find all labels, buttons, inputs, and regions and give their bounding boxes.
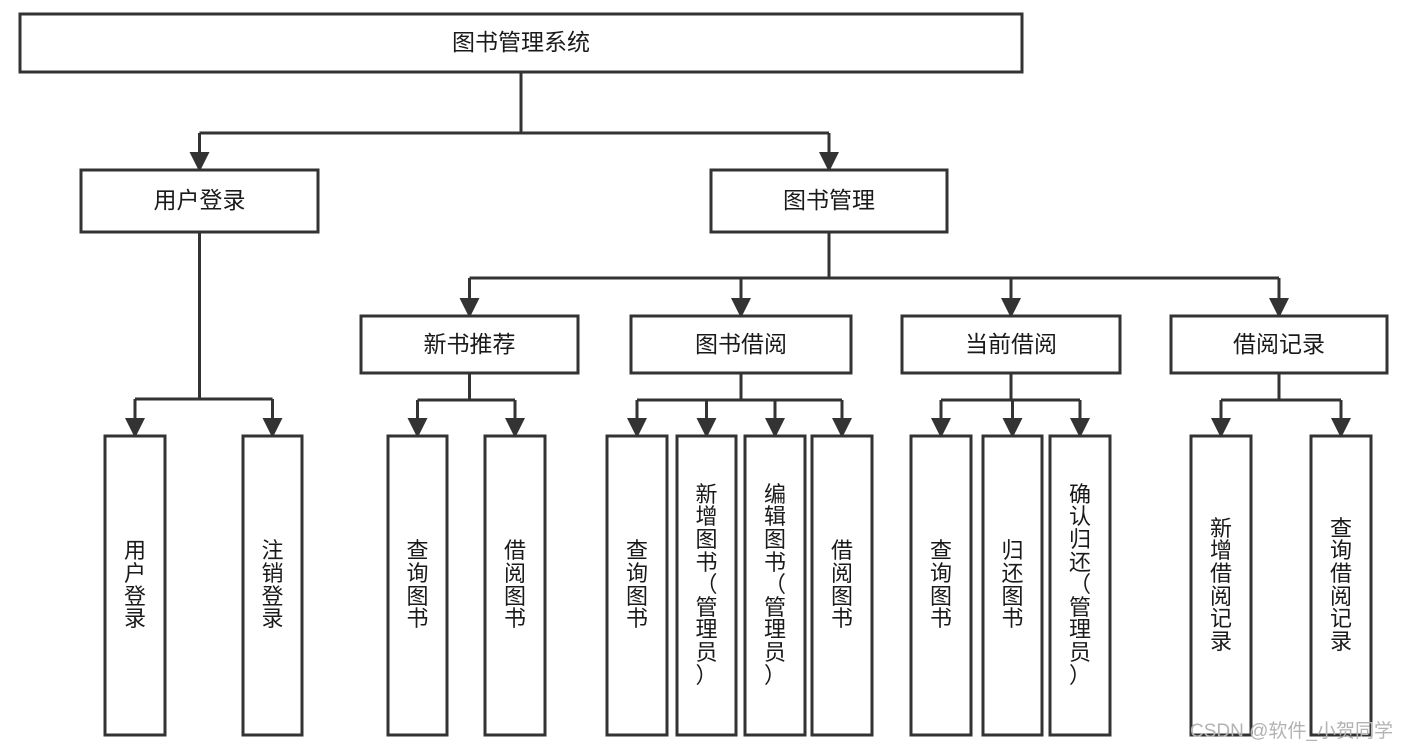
arrow-head-icon <box>931 418 951 438</box>
connector-userlogin-bus <box>133 232 274 418</box>
node-user-login-label: 用户登录 <box>154 187 246 213</box>
leaf-box-borrow-book[interactable] <box>810 434 874 737</box>
connector-borrow-bus <box>635 373 844 418</box>
leaf-box-query-book-borrow[interactable] <box>605 434 669 737</box>
arrow-head-icon <box>459 298 480 318</box>
node-root[interactable]: 图书管理系统 <box>18 12 1024 74</box>
arrow-head-icon <box>1002 418 1023 438</box>
node-new-book-recommend-label: 新书推荐 <box>424 331 516 357</box>
arrow-head-icon <box>832 418 852 438</box>
arrow-heads <box>125 152 1351 438</box>
node-borrow-record-box[interactable] <box>1169 314 1389 375</box>
node-current-borrow-box[interactable] <box>900 314 1122 375</box>
leaf-box-return-book[interactable] <box>981 434 1044 737</box>
node-root-label: 图书管理系统 <box>452 29 590 55</box>
node-book-management-label: 图书管理 <box>783 187 875 213</box>
watermark: CSDN @软件_小贺同学 <box>1190 721 1393 742</box>
arrow-head-icon <box>407 418 428 438</box>
connector-record-bus <box>1219 373 1343 418</box>
node-book-borrow[interactable]: 图书借阅 <box>629 314 853 375</box>
arrow-head-icon <box>125 418 145 438</box>
arrow-head-icon <box>819 152 839 172</box>
node-new-book-recommend-box[interactable] <box>359 314 580 375</box>
node-book-management[interactable]: 图书管理 <box>709 168 949 234</box>
node-borrow-record[interactable]: 借阅记录 <box>1169 314 1389 375</box>
leaf-box-query-book-current[interactable] <box>909 434 973 737</box>
arrow-head-icon <box>1001 298 1021 318</box>
connector-root-bus <box>198 72 831 152</box>
arrow-head-icon <box>765 418 785 438</box>
leaf-box-add-borrow-record[interactable] <box>1189 434 1253 737</box>
leaf-box-query-borrow-record[interactable] <box>1309 434 1373 737</box>
node-user-login[interactable]: 用户登录 <box>79 168 320 234</box>
node-borrow-record-label: 借阅记录 <box>1233 331 1325 357</box>
arrow-head-icon <box>262 418 283 438</box>
arrow-head-icon <box>1070 418 1090 438</box>
node-book-borrow-box[interactable] <box>629 314 853 375</box>
arrow-head-icon <box>731 298 751 318</box>
node-book-borrow-label: 图书借阅 <box>695 331 787 357</box>
leaf-box-logout[interactable] <box>241 434 304 737</box>
arrow-head-icon <box>189 152 210 172</box>
arrow-head-icon <box>505 418 525 438</box>
leaf-box-user-login[interactable] <box>103 434 167 737</box>
node-current-borrow-label: 当前借阅 <box>965 331 1057 357</box>
arrow-head-icon <box>1269 298 1289 318</box>
leaf-box-query-book-new[interactable] <box>386 434 449 737</box>
node-current-borrow[interactable]: 当前借阅 <box>900 314 1122 375</box>
leaf-box-borrow-book-new[interactable] <box>483 434 547 737</box>
leaf-box-add-book-admin[interactable] <box>675 434 738 737</box>
connectors <box>133 72 1343 418</box>
node-new-book-recommend[interactable]: 新书推荐 <box>359 314 580 375</box>
arrow-head-icon <box>1331 418 1351 438</box>
arrow-head-icon <box>1211 418 1231 438</box>
node-user-login-box[interactable] <box>79 168 320 234</box>
leaf-box-confirm-return-admin[interactable] <box>1048 434 1112 737</box>
connector-bookmgmt-bus <box>468 232 1281 298</box>
connector-newbook-bus <box>416 373 517 418</box>
arrow-head-icon <box>627 418 647 438</box>
connector-current-bus <box>939 373 1082 418</box>
node-book-management-box[interactable] <box>709 168 949 234</box>
leaf-boxes[interactable] <box>103 434 1373 737</box>
node-root-box[interactable] <box>18 12 1024 74</box>
leaf-box-edit-book-admin[interactable] <box>743 434 807 737</box>
arrow-head-icon <box>696 418 717 438</box>
